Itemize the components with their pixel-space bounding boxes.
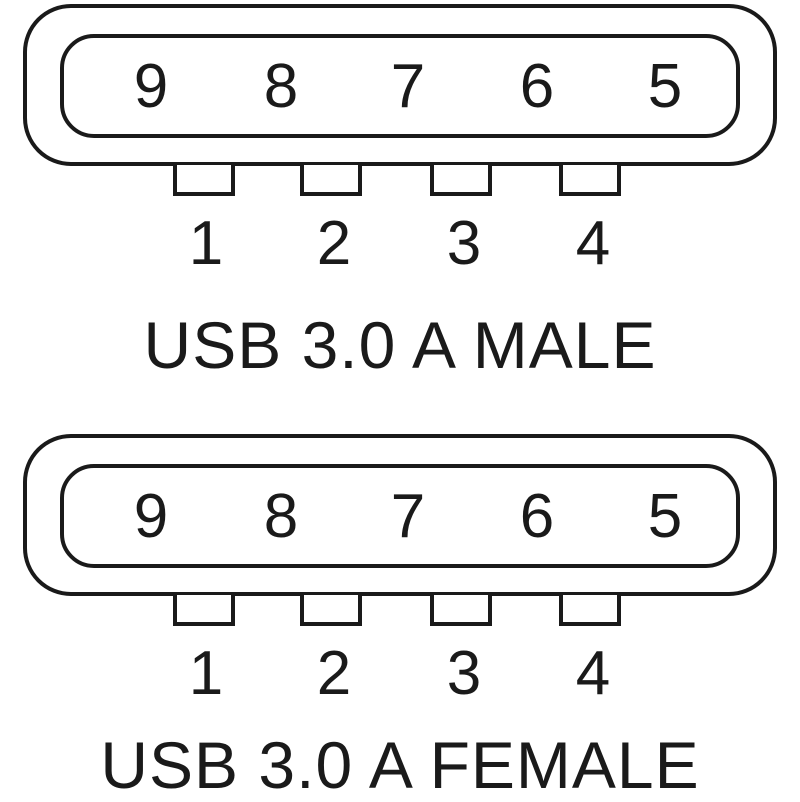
connector-caption: USB 3.0 A FEMALE (100, 728, 700, 802)
pin-contact-tab (430, 165, 492, 196)
pin-label-top: 8 (263, 52, 299, 121)
pin-label-bottom: 4 (575, 639, 611, 708)
connector-port (60, 464, 740, 568)
pin-label-top: 8 (263, 482, 299, 551)
pin-label-bottom: 1 (188, 639, 224, 708)
pin-label-bottom: 3 (446, 639, 482, 708)
pin-label-top: 5 (647, 52, 683, 121)
pin-label-bottom: 4 (575, 209, 611, 278)
pin-label-top: 7 (390, 52, 426, 121)
pin-label-bottom: 3 (446, 209, 482, 278)
pin-contact-tab (300, 595, 362, 626)
pin-contact-tab (173, 595, 235, 626)
pin-label-top: 7 (390, 482, 426, 551)
usb-a-female-diagram: 9 8 7 6 5 1 2 3 4 USB 3.0 A FEMALE (0, 430, 800, 800)
connector-caption: USB 3.0 A MALE (143, 308, 657, 382)
pin-label-top: 6 (519, 482, 555, 551)
usb-a-male-diagram: 9 8 7 6 5 1 2 3 4 USB 3.0 A MALE (0, 0, 800, 390)
pin-label-top: 5 (647, 482, 683, 551)
pin-label-bottom: 2 (316, 639, 352, 708)
pin-label-bottom: 1 (188, 209, 224, 278)
connector-port (60, 34, 740, 138)
pin-contact-tab (559, 165, 621, 196)
pin-label-top: 6 (519, 52, 555, 121)
pin-contact-tab (300, 165, 362, 196)
pin-contact-tab (430, 595, 492, 626)
pin-contact-tab (559, 595, 621, 626)
pin-contact-tab (173, 165, 235, 196)
pin-label-bottom: 2 (316, 209, 352, 278)
pin-label-top: 9 (133, 482, 169, 551)
pin-label-top: 9 (133, 52, 169, 121)
